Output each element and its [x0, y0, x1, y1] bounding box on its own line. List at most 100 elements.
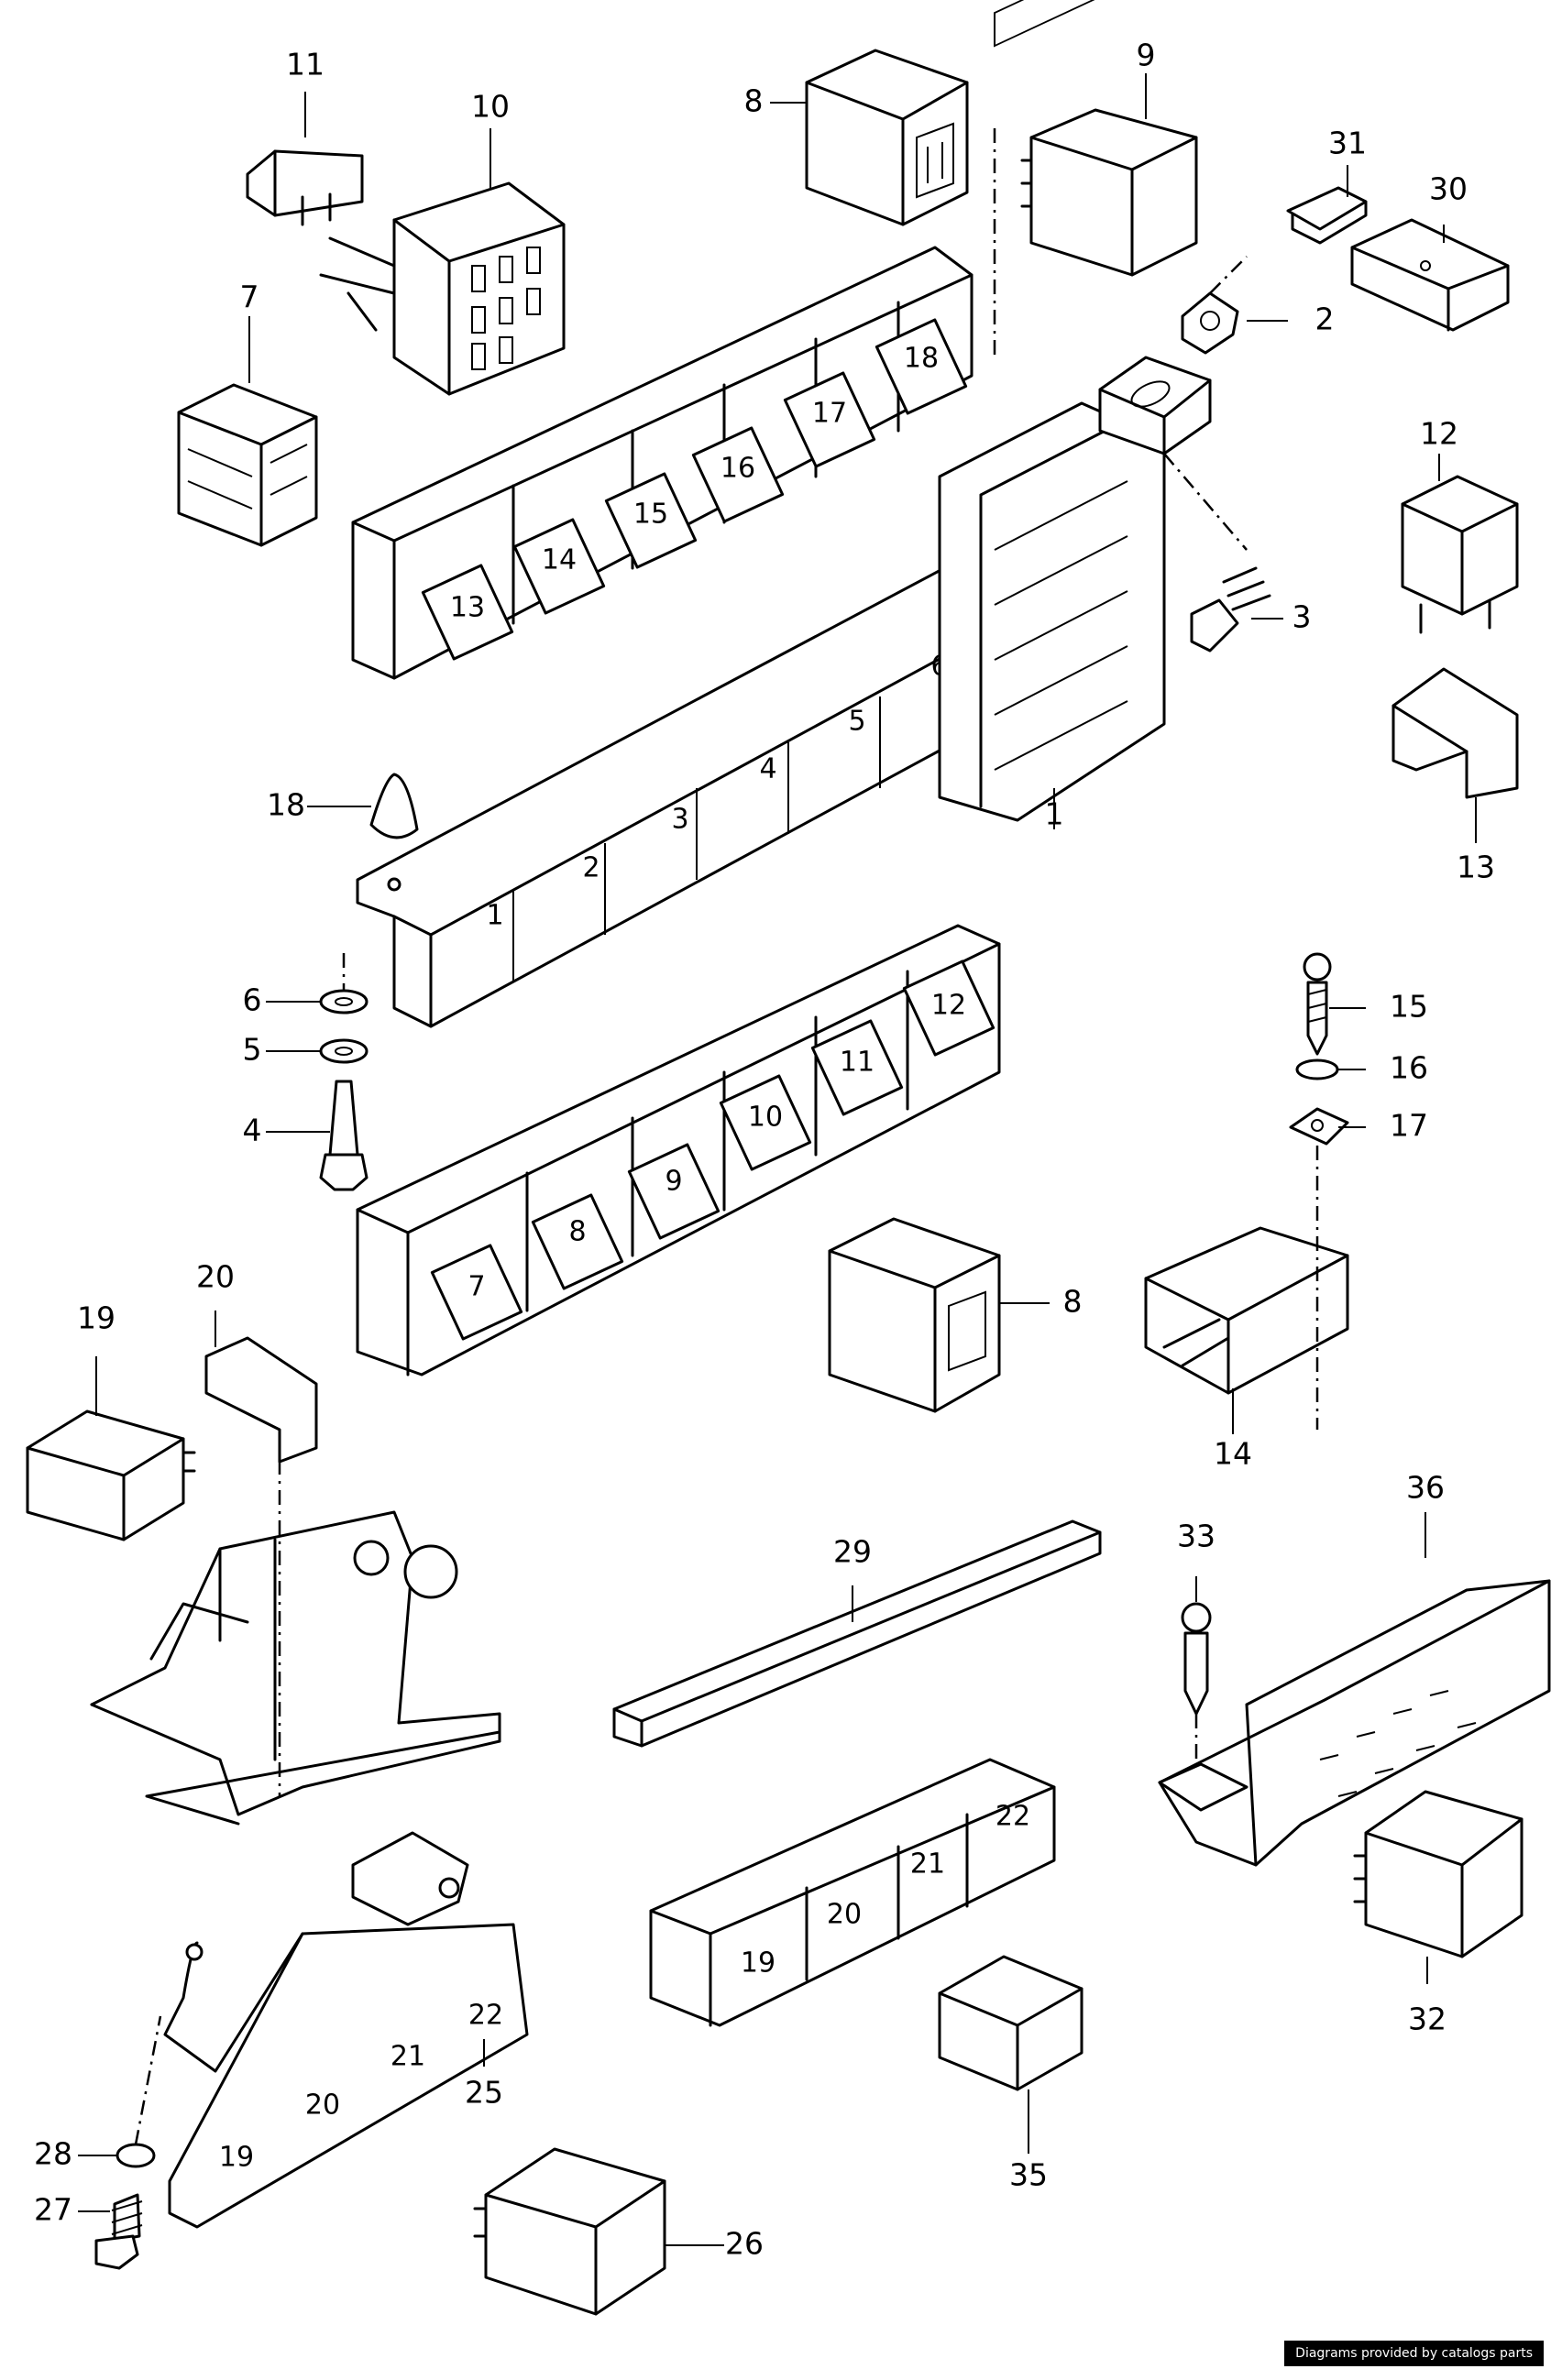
part-25-bracket-carrier: 19 20 21 22 — [163, 1831, 529, 2229]
small-carrier-slot-label: 20 — [827, 1899, 862, 1931]
lower-slot-label: 8 — [568, 1216, 586, 1248]
base-slot-label: 3 — [671, 804, 688, 836]
upper-slot-label: 15 — [633, 499, 668, 531]
part-4-stud — [319, 953, 368, 1191]
lower-slot-8 — [531, 1193, 624, 1290]
part-5-washer — [319, 1038, 368, 1064]
base-slot-label: 2 — [582, 852, 600, 884]
lower-slot-12 — [902, 960, 996, 1057]
part-12-relay — [1401, 475, 1519, 634]
part-8-relay-base-top — [805, 49, 969, 226]
part-13-cover — [1392, 667, 1519, 799]
callout-29: 29 — [833, 1534, 872, 1570]
upper-slot-16 — [691, 426, 785, 523]
upper-slot-13 — [421, 564, 514, 661]
part-10-connector — [319, 181, 566, 396]
callout-13: 13 — [1457, 850, 1495, 885]
callout-28: 28 — [34, 2136, 72, 2172]
callout-12: 12 — [1420, 416, 1458, 452]
callout-19: 19 — [77, 1300, 116, 1336]
part-17-nut — [1289, 1107, 1349, 1146]
part-30-fuse-holder — [1350, 218, 1510, 332]
part-32-relay — [1353, 1790, 1524, 1958]
callout-9: 9 — [1137, 38, 1156, 73]
callout-17: 17 — [1390, 1108, 1428, 1144]
callout-36: 36 — [1406, 1470, 1445, 1506]
upper-slot-label: 17 — [812, 398, 847, 430]
base-slot-label: 5 — [848, 706, 865, 738]
upper-slot-14 — [512, 518, 606, 615]
part-2-clip-nut — [1181, 256, 1248, 355]
bracket-slot-label: 20 — [305, 2089, 340, 2122]
callout-4: 4 — [243, 1113, 262, 1148]
bracket-slot-label: 19 — [219, 2142, 254, 2174]
callout-33: 33 — [1177, 1519, 1216, 1554]
callout-27: 27 — [34, 2192, 72, 2228]
callout-7: 7 — [240, 280, 259, 315]
upper-relay-carrier: 13 14 15 16 17 18 — [351, 246, 974, 680]
part-16-washer — [1295, 1058, 1339, 1080]
bracket-slot-label: 22 — [468, 2000, 503, 2032]
callout-16: 16 — [1390, 1050, 1428, 1086]
upper-slot-15 — [604, 472, 698, 569]
lower-slot-label: 12 — [931, 990, 966, 1022]
lower-slot-10 — [719, 1074, 812, 1171]
part-11-fuse — [246, 149, 364, 226]
part-18-cap — [369, 773, 419, 839]
base-slot-label: 4 — [759, 753, 776, 785]
lower-slot-label: 11 — [840, 1047, 874, 1079]
part-7-relay-base — [177, 383, 318, 547]
lower-slot-7 — [430, 1244, 523, 1341]
lower-relay-carrier: 7 8 9 10 11 12 — [356, 924, 1001, 1376]
part-6-washer — [319, 989, 368, 1015]
lower-slot-11 — [810, 1019, 904, 1116]
lower-slot-label: 9 — [665, 1166, 682, 1198]
callout-6: 6 — [243, 982, 262, 1018]
callout-8: 8 — [1063, 1284, 1083, 1320]
part-20-cover — [204, 1336, 318, 1464]
callout-18: 18 — [267, 787, 305, 823]
callout-31: 31 — [1328, 126, 1367, 161]
base-slot-label: 1 — [486, 900, 503, 932]
mounting-bracket — [90, 1430, 501, 1826]
callout-20: 20 — [196, 1259, 235, 1295]
upper-slot-label: 16 — [720, 453, 755, 485]
callout-14: 14 — [1214, 1436, 1252, 1472]
part-27-screw — [94, 2193, 143, 2270]
callout-26: 26 — [725, 2226, 764, 2262]
part-8-relay-base-right — [828, 1217, 1001, 1413]
upper-slot-17 — [783, 371, 876, 468]
callout-1: 1 — [1045, 796, 1064, 832]
callout-35: 35 — [1009, 2157, 1048, 2193]
upper-slot-label: 18 — [904, 343, 939, 375]
fuse-panel — [938, 0, 1166, 822]
part-14-flasher-mount — [1144, 1146, 1349, 1430]
small-carrier-slot-label: 21 — [910, 1848, 945, 1881]
part-31-fuse — [1286, 186, 1368, 245]
part-26-relay — [473, 2147, 666, 2316]
leader-lines — [78, 73, 1477, 2246]
callout-32: 32 — [1408, 2002, 1446, 2037]
part-36-relay-box — [1158, 1579, 1551, 1867]
callout-5: 5 — [243, 1032, 262, 1068]
lower-slot-label: 7 — [468, 1271, 485, 1303]
small-carrier-slot-label: 19 — [741, 1947, 776, 1980]
upper-slot-label: 13 — [450, 592, 485, 624]
part-15-screw — [1303, 952, 1332, 1056]
callout-2: 2 — [1315, 302, 1335, 337]
mounting-clip — [1098, 356, 1212, 455]
bracket-slot-label: 21 — [390, 2041, 425, 2073]
part-3-bolt — [1163, 453, 1271, 653]
small-relay-carrier: 19 20 21 22 — [649, 1758, 1056, 2027]
upper-slot-18 — [874, 318, 968, 415]
upper-slot-label: 14 — [542, 544, 577, 576]
callout-3: 3 — [1292, 599, 1312, 635]
part-19-relay — [26, 1409, 196, 1541]
small-carrier-slot-label: 22 — [996, 1801, 1030, 1833]
callout-25: 25 — [465, 2075, 503, 2111]
callout-11: 11 — [286, 47, 324, 82]
callout-30: 30 — [1429, 171, 1468, 207]
part-29-bus-bar — [612, 1519, 1102, 1748]
lower-slot-label: 10 — [748, 1102, 783, 1134]
